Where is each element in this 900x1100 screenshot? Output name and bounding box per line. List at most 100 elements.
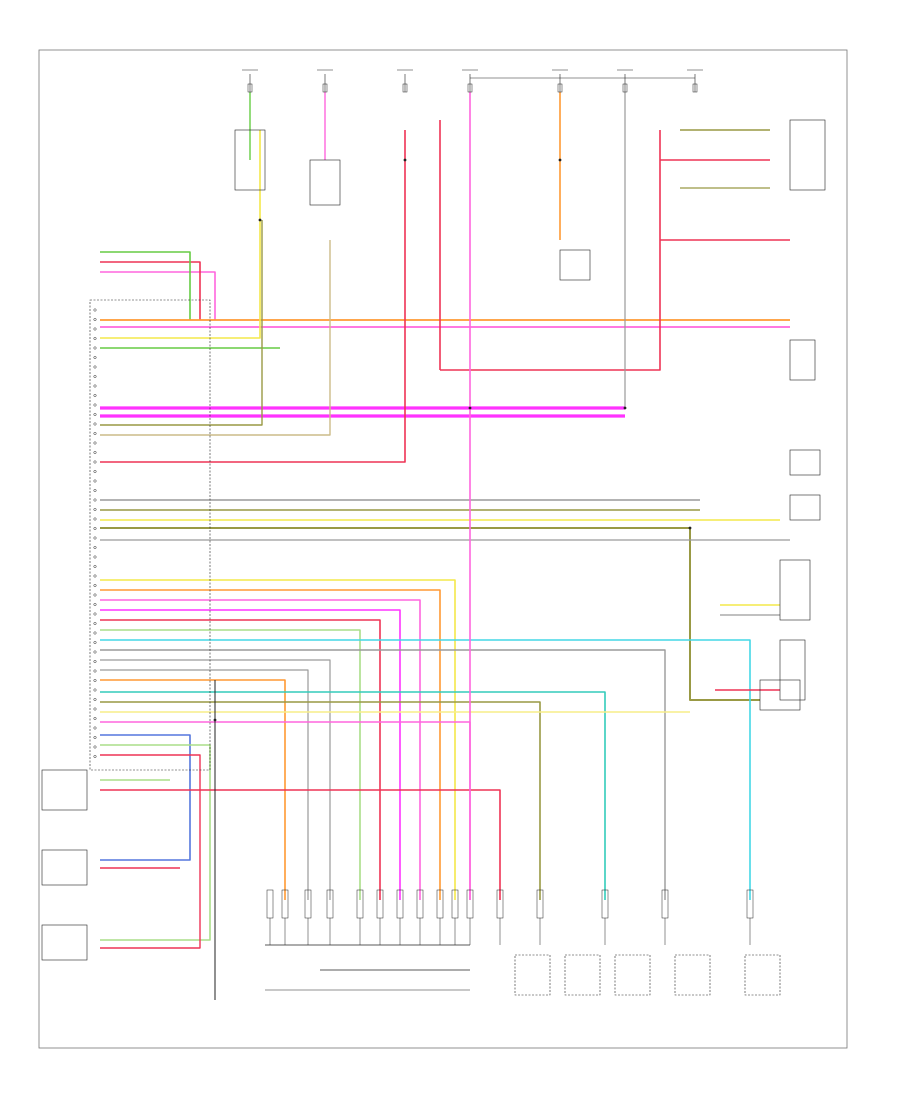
pcm-pin	[93, 479, 97, 483]
pcm-pin	[93, 413, 97, 416]
transmission-range-switch	[789, 119, 826, 191]
shift-solenoid	[614, 954, 651, 996]
pcm-pin	[93, 726, 97, 730]
wire-teal-sol	[100, 691, 606, 900]
wire-pink-sensor	[100, 271, 216, 320]
pcm-pin	[93, 622, 97, 625]
input-shaft-speed-sensor	[41, 769, 88, 811]
wire-yellow-sol	[100, 579, 456, 900]
wire-group	[100, 92, 790, 1000]
pcm-pin	[93, 736, 97, 739]
fuse-symbol	[622, 83, 628, 93]
pcm-pin	[93, 755, 97, 758]
speed-sensor-right	[789, 449, 821, 476]
wire-magenta-sol	[100, 609, 401, 900]
pcm-pin	[93, 432, 97, 435]
splice-dot	[403, 158, 407, 162]
pcm-pin	[93, 555, 97, 559]
wire-olive-brake	[100, 220, 263, 426]
overdrive-cancel-switch	[559, 249, 591, 281]
pcm-pin	[93, 489, 97, 492]
brake-switch	[234, 129, 266, 191]
shift-solenoid	[674, 954, 711, 996]
pcm-pin	[93, 365, 97, 369]
component-group	[41, 69, 826, 996]
pcm-pin	[93, 631, 97, 635]
pcm-pin	[93, 308, 97, 312]
pcm-pin	[93, 745, 97, 749]
wire-red-sol	[100, 619, 381, 900]
pcm-pin	[93, 394, 97, 397]
fuse-symbol	[402, 83, 408, 93]
pcm-pin	[93, 717, 97, 720]
splice-dot	[688, 526, 692, 530]
wire-pink-sol	[100, 599, 421, 900]
fuse-symbol	[247, 83, 253, 93]
wire-lgreen-sensor	[100, 744, 211, 941]
pcm-pin	[93, 451, 97, 454]
pcm-pin	[93, 641, 97, 644]
pcm-pin	[93, 565, 97, 568]
wire-red-sensor-2	[100, 754, 201, 949]
turbine-speed-sensor	[779, 639, 806, 701]
output-shaft-speed-sensor	[41, 849, 88, 886]
fuse-symbol	[322, 83, 328, 93]
pcm-pin	[93, 574, 97, 578]
pcm-pin	[93, 669, 97, 673]
wire-olive-long	[100, 527, 760, 701]
wire-cyan-sol	[100, 639, 751, 900]
pcm-pin	[93, 403, 97, 407]
pcm-pin	[93, 356, 97, 359]
pcm-pin	[93, 698, 97, 701]
wire-red-feed	[100, 130, 406, 463]
wire-red-isd	[100, 789, 501, 900]
wire-gray-sol-3	[100, 669, 309, 900]
wire-green-sensor	[100, 251, 191, 320]
pcm-pin	[93, 584, 97, 587]
pcm-pin	[93, 460, 97, 464]
pcm-pin	[93, 375, 97, 378]
splice-dot	[213, 718, 217, 722]
splice-dot	[258, 218, 262, 222]
powertrain-control-module	[89, 299, 211, 771]
pcm-pin	[93, 612, 97, 616]
splice-dot	[468, 406, 472, 410]
pcm-pin	[93, 593, 97, 597]
diagram-frame	[38, 49, 848, 1049]
fuse-symbol	[557, 83, 563, 93]
wire-yellow-brake	[100, 130, 261, 339]
pcm-pin	[93, 508, 97, 511]
vehicle-speed-sensor	[789, 494, 821, 521]
wire-red-right	[440, 130, 661, 371]
pcm-pin	[93, 650, 97, 654]
pcm-pin	[93, 688, 97, 692]
trans-control-switch	[309, 159, 341, 206]
overdrive-indicator	[789, 339, 816, 381]
pcm-pin	[93, 384, 97, 388]
wire-olive-sol	[100, 701, 541, 900]
wire-gray-sol	[100, 649, 666, 900]
splice-dot	[623, 406, 627, 410]
pcm-pin	[93, 327, 97, 331]
wire-orange-sol-2	[100, 679, 286, 900]
shift-solenoid	[514, 954, 551, 996]
pcm-pin	[93, 536, 97, 540]
wire-orange-sol	[100, 589, 441, 900]
pcm-pin	[93, 470, 97, 473]
pcm-pin	[93, 422, 97, 426]
wire-blue-sensor	[100, 734, 191, 861]
wire-lgreen-sol	[100, 629, 361, 900]
intermediate-shaft-speed-sensor	[41, 924, 88, 961]
pcm-pin	[93, 318, 97, 321]
pcm-pin	[93, 498, 97, 502]
fuse-symbol	[467, 83, 473, 93]
wire-red-sensor	[100, 261, 201, 320]
pcm-pin	[93, 603, 97, 606]
pcm-pin	[93, 546, 97, 549]
shift-solenoid	[744, 954, 781, 996]
pcm-pin	[93, 527, 97, 530]
pcm-pin	[93, 517, 97, 521]
pcm-pin	[93, 441, 97, 445]
